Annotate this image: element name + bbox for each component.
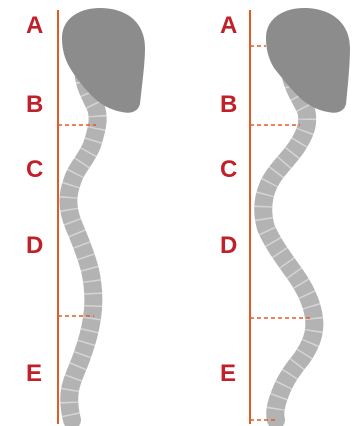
right-skull xyxy=(266,8,350,113)
right-posture-figure xyxy=(250,8,350,424)
left-posture-figure xyxy=(58,8,145,424)
left-skull xyxy=(62,8,145,113)
